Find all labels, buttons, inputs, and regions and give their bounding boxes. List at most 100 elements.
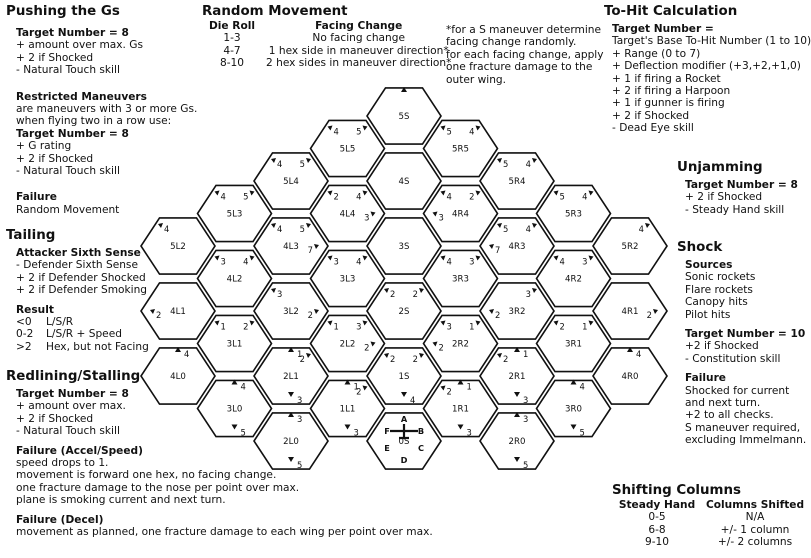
corner-number: 2	[390, 354, 395, 364]
corner-number: 3	[221, 257, 226, 267]
corner-number: 1	[523, 349, 528, 359]
direction-arrow-icon	[457, 379, 464, 385]
corner-number: 1	[221, 322, 226, 332]
hex-label: 3R3	[452, 275, 469, 285]
corner-number: 4	[356, 192, 361, 202]
hex-cell	[479, 347, 555, 405]
hex-cell	[366, 412, 442, 470]
hex-cell	[196, 314, 273, 373]
tailing-title: Tailing	[6, 228, 56, 243]
direction-arrow-icon	[214, 255, 220, 261]
corner-number: 4	[639, 224, 644, 234]
hex-label: 5R5	[452, 145, 469, 155]
direction-arrow-icon	[457, 424, 464, 430]
hex-label: 2R0	[509, 437, 526, 447]
shock-section: Shock Sources Sonic rockets Flare rocket…	[677, 240, 807, 447]
direction-arrow-icon	[440, 190, 446, 196]
hex-side-letter: B	[418, 426, 424, 436]
direction-arrow-icon	[497, 223, 502, 228]
direction-arrow-icon	[588, 255, 594, 261]
direction-arrow-icon	[440, 255, 446, 261]
hex-cell	[366, 87, 442, 145]
direction-arrow-icon	[327, 320, 333, 326]
direction-arrow-icon	[214, 190, 220, 196]
direction-arrow-icon	[497, 353, 502, 358]
direction-arrow-icon	[489, 244, 494, 249]
corner-number: 7	[308, 245, 313, 255]
hex-label: 4S	[399, 177, 410, 187]
corner-number: 3	[447, 322, 452, 332]
corner-number: 5	[356, 127, 361, 137]
direction-arrow-icon	[249, 190, 255, 196]
hex-label: 1R1	[452, 405, 469, 415]
hex-cell	[535, 184, 612, 243]
pushing-line: + amount over max. Gs	[16, 39, 144, 52]
hex-label: 4L2	[227, 275, 243, 285]
hex-label: 4L1	[170, 307, 186, 317]
redlining-section: Redlining/Stalling Target Number = 8 + a…	[6, 369, 433, 538]
corner-number: 4	[526, 159, 531, 169]
pushing-gs-section: Pushing the Gs Target Number = 8 + amoun…	[6, 4, 197, 216]
hex-label: 3S	[399, 242, 410, 252]
corner-number: 4	[277, 224, 282, 234]
corner-number: 4	[221, 192, 226, 202]
direction-arrow-icon	[314, 244, 319, 249]
restricted-desc: when flying two in a row use:	[16, 115, 172, 128]
redlining-target: Target Number = 8	[16, 388, 129, 400]
hex-cell	[309, 249, 386, 308]
direction-arrow-icon	[553, 255, 559, 261]
corner-number: 2	[413, 354, 418, 364]
hex-cell	[479, 282, 555, 340]
fail-accel-line: plane is smoking current and next turn.	[16, 494, 226, 507]
corner-number: 4	[582, 192, 587, 202]
tailing-section: Tailing Attacker Sixth Sense - Defender …	[6, 228, 149, 353]
fail-accel-line: one fracture damage to the nose per poin…	[16, 481, 300, 494]
direction-arrow-icon	[362, 125, 368, 131]
direction-arrow-icon	[288, 412, 294, 417]
direction-arrow-icon	[553, 320, 559, 326]
corner-number: 2	[334, 192, 339, 202]
corner-number: 3	[582, 257, 587, 267]
corner-number: 2	[364, 343, 369, 353]
hex-side-letter: A	[401, 414, 408, 424]
corner-number: 3	[523, 395, 528, 405]
direction-arrow-icon	[306, 223, 311, 228]
hex-label: 2S	[399, 307, 410, 317]
direction-arrow-icon	[432, 341, 438, 347]
direction-arrow-icon	[370, 211, 376, 217]
hex-side-letter: F	[384, 426, 390, 436]
corner-number: 4	[277, 159, 282, 169]
tohit-target: Target Number =	[612, 23, 714, 35]
direction-arrow-icon	[532, 223, 537, 228]
hex-label: 3R2	[509, 307, 526, 317]
hex-label: 3R1	[565, 340, 582, 350]
corner-number: 4	[243, 257, 248, 267]
corner-number: 2	[439, 343, 444, 353]
corner-number: 3	[354, 428, 359, 438]
hex-cell	[140, 217, 216, 275]
direction-arrow-icon	[271, 158, 276, 163]
corner-number: 2	[560, 322, 565, 332]
hex-cell	[422, 119, 499, 178]
hex-label: 4L3	[283, 242, 299, 252]
tailing-sub: Attacker Sixth Sense	[16, 247, 141, 259]
corner-number: 1	[469, 322, 474, 332]
corner-number: 4	[356, 257, 361, 267]
pushing-target: Target Number = 8	[16, 27, 129, 39]
corner-number: 3	[523, 414, 528, 424]
corner-number: 2	[469, 192, 474, 202]
direction-arrow-icon	[489, 309, 494, 314]
direction-arrow-icon	[362, 320, 368, 326]
direction-arrow-icon	[532, 158, 537, 163]
hex-label: 4L4	[340, 210, 356, 220]
corner-number: 5	[243, 192, 248, 202]
direction-arrow-icon	[271, 288, 276, 293]
direction-arrow-icon	[344, 379, 351, 385]
shifting-title: Shifting Columns	[612, 483, 741, 498]
